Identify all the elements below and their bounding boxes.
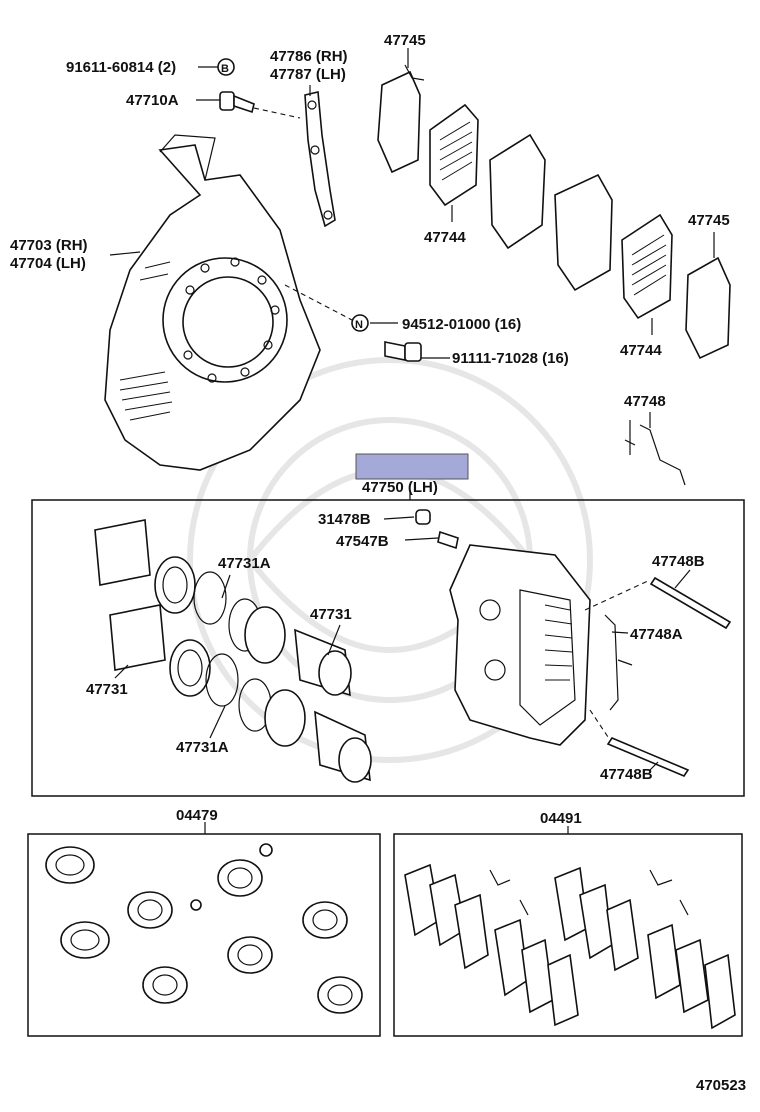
label-31478b: 31478B [318,511,371,528]
pad-kit-parts [404,863,736,1030]
label-47748b-bottom: 47748B [600,766,653,783]
piston-set-right [228,598,372,783]
cylinder-kit-parts [45,843,363,1014]
pad-fitting-top [377,64,425,174]
pad-inner-left [429,103,479,207]
label-47750-lh: 47750 (LH) [362,479,438,496]
label-04491: 04491 [540,810,582,827]
anti-rattle-spring [624,420,686,486]
label-91611: 91611-60814 (2) [66,59,176,76]
caliper-highlight [355,453,469,480]
label-47731a-top: 47731A [218,555,271,572]
label-47745-top: 47745 [384,32,426,49]
label-47786-rh: 47786 (RH) [270,48,348,65]
label-47748b-top: 47748B [652,553,705,570]
label-47731-right: 47731 [310,606,352,623]
caliper-body [449,544,591,746]
label-47748: 47748 [624,393,666,410]
label-bolt-b-circle: B [221,63,229,75]
pin-bottom [606,737,690,777]
label-47710a: 47710A [126,92,179,109]
pad-clip [604,614,633,711]
pad-backing-left [489,133,546,250]
label-47744-right: 47744 [620,342,662,359]
bolt-91111 [384,341,422,362]
label-nut-circle: N [355,319,363,331]
figure-number: 470523 [696,1077,746,1094]
label-47731a-bottom: 47731A [176,739,229,756]
pad-fitting-right [685,256,731,360]
label-47787-lh: 47787 (LH) [270,66,346,83]
bleeder-cap [415,509,431,525]
label-04479: 04479 [176,807,218,824]
label-47748a: 47748A [630,626,683,643]
caliper-assembly-box [31,499,745,797]
bolt-47710a [219,91,255,114]
label-47745-right: 47745 [688,212,730,229]
label-47704-lh: 47704 (LH) [10,255,86,272]
pad-inner-right [621,213,673,320]
sensor-bracket [304,91,336,228]
label-47744-left: 47744 [424,229,466,246]
piston-set-left [94,519,239,707]
pin-top [649,576,732,630]
label-47547b: 47547B [336,533,389,550]
dust-cover-plate [104,134,321,471]
bleeder-plug [437,530,459,550]
pad-backing-right [554,173,613,292]
nut-94512 [351,314,369,332]
label-47731-left: 47731 [86,681,128,698]
label-47703-rh: 47703 (RH) [10,237,88,254]
cylinder-kit-box [27,833,381,1037]
label-91111: 91111-71028 (16) [452,350,569,367]
leader-lines [109,48,715,771]
label-94512: 94512-01000 (16) [402,316,521,333]
